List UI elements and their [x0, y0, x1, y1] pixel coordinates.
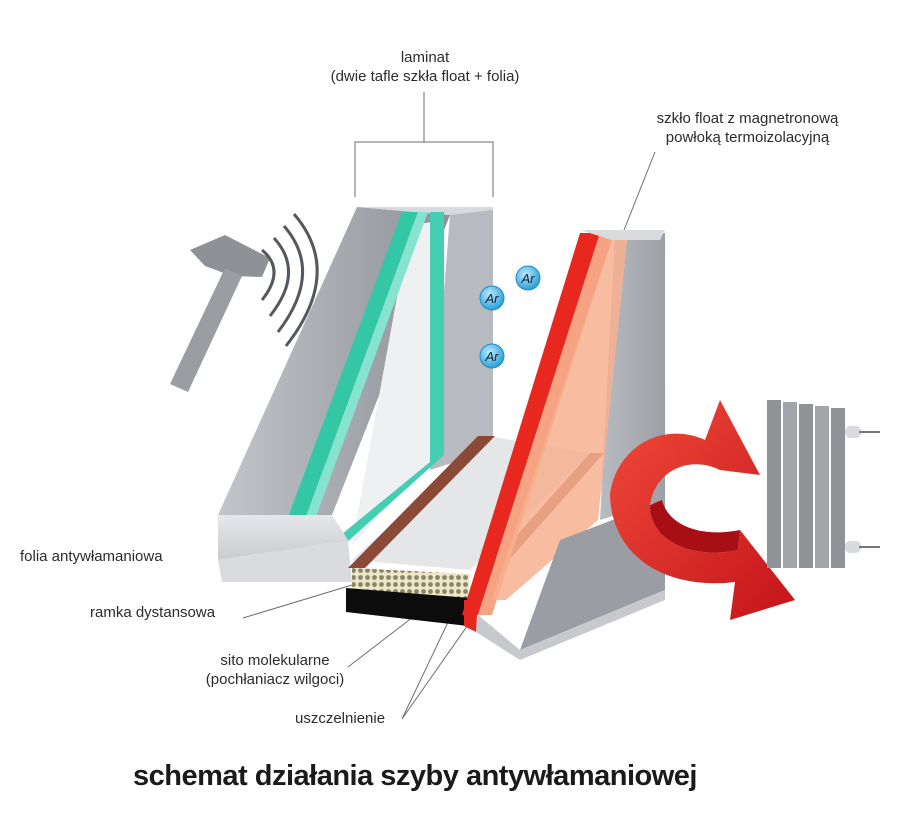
sealant [346, 588, 470, 626]
argon-label: Ar [485, 291, 500, 306]
float-glass-label-line1: szkło float z magnetronową [656, 110, 839, 127]
argon-label: Ar [485, 349, 500, 364]
uszczelnienie-label: uszczelnienie [295, 710, 386, 727]
laminat-label: laminat (dwie tafle szkła float + folia) [300, 48, 550, 86]
argon-bubbles: Ar Ar Ar [479, 265, 541, 369]
sito-label-line1: sito molekularne [220, 652, 330, 669]
argon-bubble: Ar [515, 265, 541, 291]
ramka-leader [242, 584, 353, 619]
sound-waves-icon [260, 213, 319, 347]
laminat-bracket [354, 92, 494, 197]
argon-label: Ar [521, 271, 536, 286]
laminat-label-line2: (dwie tafle szkła float + folia) [330, 68, 520, 85]
float-leader [623, 151, 656, 231]
page-title: schemat działania szyby antywłamaniowej [133, 760, 697, 792]
coated-pane [462, 230, 665, 660]
argon-bubble: Ar [479, 285, 505, 311]
hammer-icon [170, 235, 270, 392]
radiator-icon [767, 400, 880, 568]
laminat-label-line1: laminat [400, 49, 450, 66]
heat-arrow-icon [610, 400, 795, 620]
sito-label: sito molekularne (pochłaniacz wilgoci) [175, 651, 375, 689]
argon-bubble: Ar [479, 343, 505, 369]
laminated-pane [218, 207, 493, 582]
float-glass-label: szkło float z magnetronową powłoką termo… [620, 109, 875, 147]
uszczelnienie-leader [401, 617, 471, 720]
float-glass-label-line2: powłoką termoizolacyjną [665, 129, 830, 146]
ramka-label: ramka dystansowa [90, 604, 216, 621]
sito-label-line2: (pochłaniacz wilgoci) [205, 671, 345, 688]
folia-label: folia antywłamaniowa [20, 548, 163, 565]
